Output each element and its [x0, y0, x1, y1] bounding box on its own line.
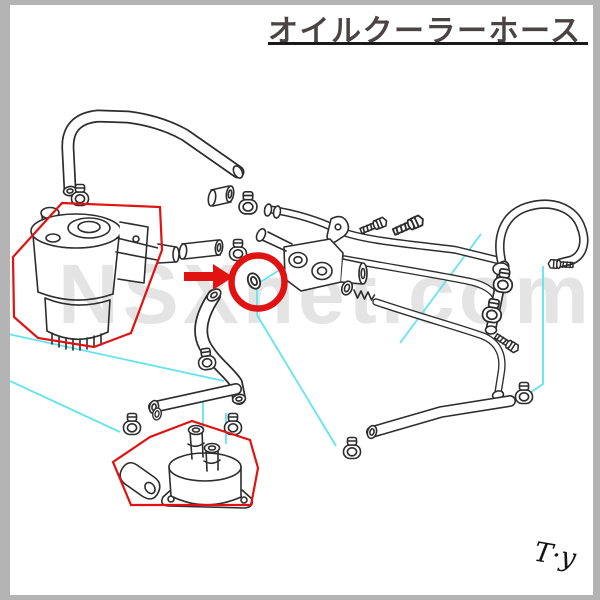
center-joint	[255, 228, 376, 301]
top-right-pipe	[500, 204, 584, 269]
middle-pipes	[344, 259, 504, 400]
selected-part-ring	[228, 252, 288, 312]
spring-fitting	[353, 289, 376, 301]
upper-pipe	[263, 203, 501, 261]
oil-cooler-part	[119, 424, 254, 509]
title-underline	[268, 42, 588, 45]
frame-border-left	[0, 0, 10, 600]
bottom-right-hose	[342, 381, 534, 460]
bolt-icon	[358, 215, 390, 237]
oil-pump-part	[30, 206, 180, 351]
right-joint-assembly	[480, 263, 522, 355]
clamp-icon	[122, 412, 142, 436]
small-tubes	[178, 185, 258, 262]
clamp-icon	[514, 381, 534, 405]
bottom-left-hose-cluster	[122, 389, 243, 436]
leader-lines	[7, 233, 544, 447]
top-left-hose	[63, 116, 245, 207]
bolt-icon	[390, 213, 426, 238]
center-hose	[197, 288, 247, 405]
clamp-icon	[238, 190, 258, 215]
target-o-ring-icon	[244, 270, 264, 292]
upper-left-assembly-outline	[11, 201, 164, 349]
frame-border-top	[0, 0, 600, 5]
selected-part-arrow-icon	[184, 264, 233, 290]
frame-border-right	[593, 0, 600, 600]
highlights	[11, 201, 288, 507]
clamp-icon	[342, 436, 362, 460]
line-art	[30, 116, 584, 509]
lower-center-assembly-outline	[111, 419, 260, 507]
frame-border-bottom	[0, 595, 600, 600]
